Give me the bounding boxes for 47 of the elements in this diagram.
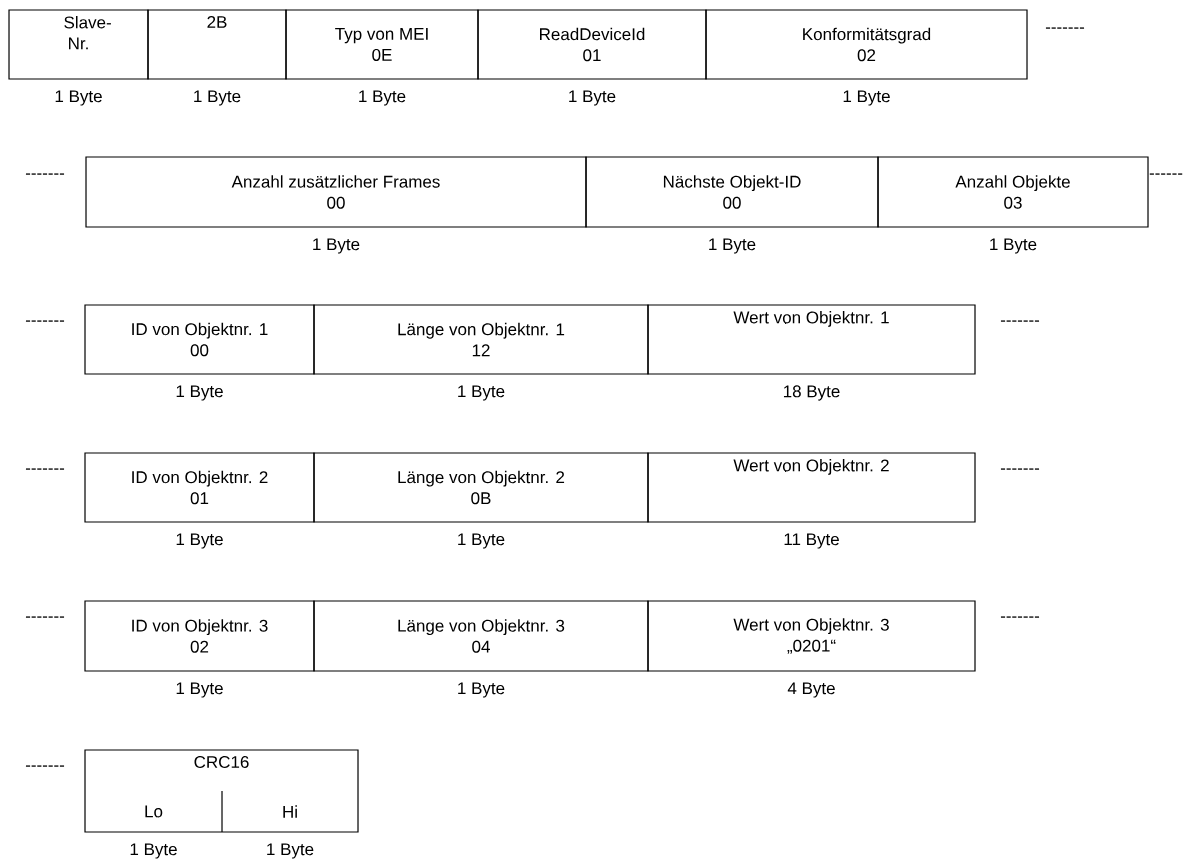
field-box: ID von Objektnr. 1 00 (84, 304, 315, 375)
continuation-dashes: ------- (25, 320, 65, 322)
continuation-dashes: ------- (1000, 616, 1040, 618)
continuation-dashes: ------- (1000, 468, 1040, 470)
continuation-dashes: ------- (1000, 320, 1040, 322)
byte-size-label: 1 Byte (55, 90, 102, 106)
field-box: Typ von MEI 0E (285, 9, 479, 80)
byte-size-label: 1 Byte (843, 90, 890, 106)
byte-size-label: 18 Byte (783, 385, 840, 401)
field-box: Wert von Objektnr. 3 „0201“ (647, 600, 976, 672)
byte-size-label: 1 Byte (458, 682, 505, 698)
byte-size-label: 1 Byte (458, 533, 505, 549)
byte-size-label: 11 Byte (784, 533, 839, 549)
field-box: Länge von Objektnr. 3 04 (313, 600, 649, 672)
field-box: Wert von Objektnr. 1 (647, 304, 976, 375)
byte-size-label: 1 Byte (130, 843, 177, 859)
byte-size-label: 1 Byte (176, 682, 223, 698)
byte-size-label: 1 Byte (990, 238, 1037, 254)
continuation-dashes: ------- (1045, 27, 1085, 29)
byte-size-label: 1 Byte (359, 90, 406, 106)
continuation-dashes: ------- (25, 616, 65, 618)
field-box: Länge von Objektnr. 2 0B (313, 452, 649, 523)
field-label: Hi (283, 805, 297, 818)
byte-size-label: 1 Byte (569, 90, 616, 106)
byte-size-label: 1 Byte (194, 90, 241, 106)
field-label: Lo (145, 805, 163, 818)
field-box: ReadDeviceId 01 (477, 9, 707, 80)
continuation-dashes: ------- (25, 765, 65, 767)
byte-size-label: 1 Byte (313, 238, 360, 254)
field-box: ID von Objektnr. 2 01 (84, 452, 315, 523)
byte-size-label: 1 Byte (267, 843, 314, 859)
field-box: Anzahl zusätzlicher Frames 00 (85, 156, 587, 228)
continuation-dashes: ------- (25, 173, 65, 175)
field-box: ID von Objektnr. 3 02 (84, 600, 315, 672)
field-box: Slave- Nr. (8, 9, 149, 80)
byte-size-label: 4 Byte (787, 682, 835, 698)
byte-size-label: 1 Byte (176, 533, 223, 549)
field-box: Konformitätsgrad 02 (705, 9, 1028, 80)
continuation-dashes: ------- (25, 468, 65, 470)
field-box: 2B (147, 9, 287, 80)
field-box: Nächste Objekt-ID 00 (585, 156, 879, 228)
field-box: Länge von Objektnr. 1 12 (313, 304, 649, 375)
byte-size-label: 1 Byte (458, 385, 505, 401)
field-box: Wert von Objektnr. 2 (647, 452, 976, 523)
byte-size-label: 1 Byte (709, 238, 756, 254)
byte-size-label: 1 Byte (176, 385, 223, 401)
field-box: Anzahl Objekte 03 (877, 156, 1149, 228)
